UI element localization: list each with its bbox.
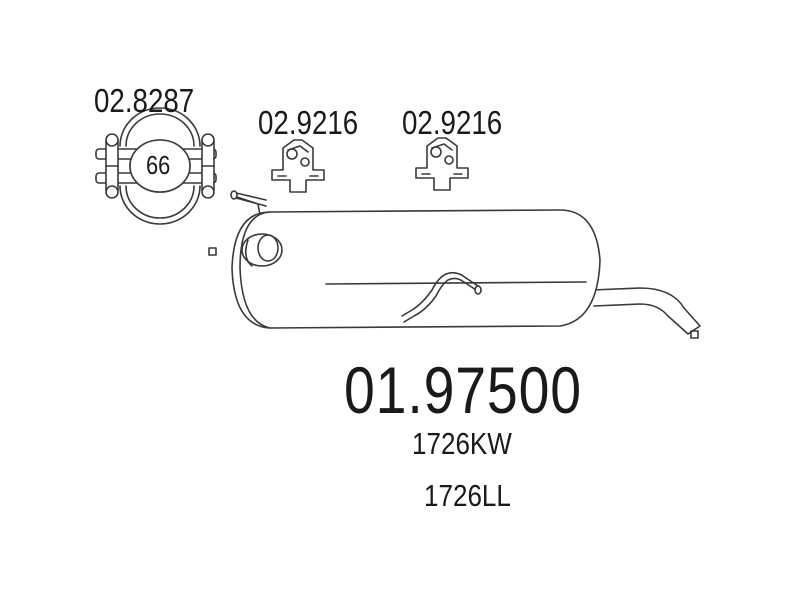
reference-marker-left <box>209 248 216 255</box>
clamp-diameter-label: 66 <box>146 150 171 180</box>
clamp-part-code: 02.8287 <box>94 82 195 119</box>
oe-code-1: 1726KW <box>412 426 512 461</box>
rubber-hanger-2-drawing <box>416 138 468 190</box>
main-part-number: 01.97500 <box>344 353 582 427</box>
hanger-1-part-code: 02.9216 <box>258 104 359 141</box>
oe-code-2: 1726LL <box>424 478 511 513</box>
reference-marker-right <box>691 331 698 338</box>
rubber-hanger-1-drawing <box>272 140 324 192</box>
rear-muffler-drawing <box>231 191 700 334</box>
exhaust-clamp-drawing <box>96 108 216 224</box>
hanger-2-part-code: 02.9216 <box>402 104 503 141</box>
